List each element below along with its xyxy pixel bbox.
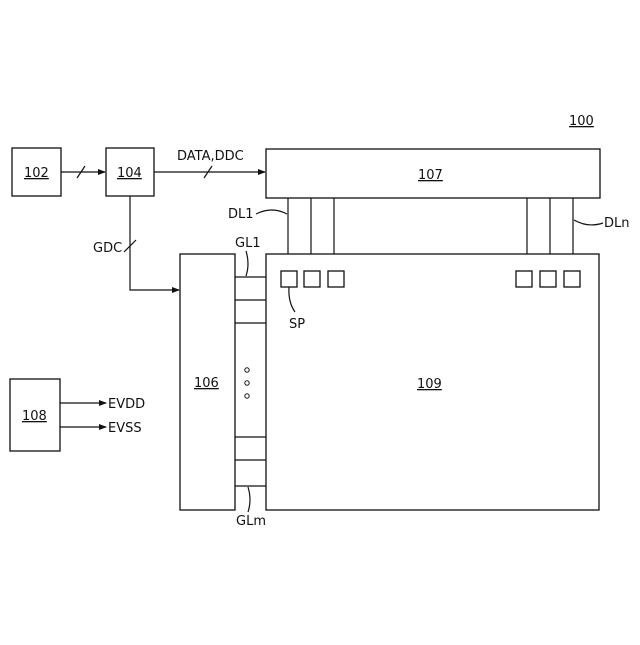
glm-leader — [248, 487, 250, 512]
dl1-leader — [256, 210, 287, 214]
dln-label: DLn — [604, 216, 630, 231]
block-106-label: 106 — [194, 376, 219, 391]
block-102-label: 102 — [24, 166, 49, 181]
gdc-label: GDC — [93, 241, 122, 256]
sp-label: SP — [289, 317, 305, 332]
block-108-label: 108 — [22, 409, 47, 424]
dl1-label: DL1 — [228, 207, 254, 222]
dln-leader — [574, 220, 603, 225]
block-109-label: 109 — [417, 377, 442, 392]
subpixel — [304, 271, 320, 287]
subpixel — [540, 271, 556, 287]
subpixel — [516, 271, 532, 287]
evss-label: EVSS — [108, 421, 142, 436]
evdd-label: EVDD — [108, 397, 145, 412]
gl1-label: GL1 — [235, 236, 261, 251]
ellipsis-dot — [245, 368, 249, 372]
subpixel — [328, 271, 344, 287]
data-ddc-label: DATA,DDC — [177, 149, 244, 164]
ellipsis-dot — [245, 394, 249, 398]
block-107-label: 107 — [418, 168, 443, 183]
system-reference-label: 100 — [569, 114, 594, 129]
glm-label: GLm — [236, 514, 266, 529]
subpixel — [281, 271, 297, 287]
block-104-label: 104 — [117, 166, 142, 181]
gl1-leader — [246, 251, 248, 276]
subpixel — [564, 271, 580, 287]
ellipsis-dot — [245, 381, 249, 385]
gdc-line — [130, 196, 179, 290]
